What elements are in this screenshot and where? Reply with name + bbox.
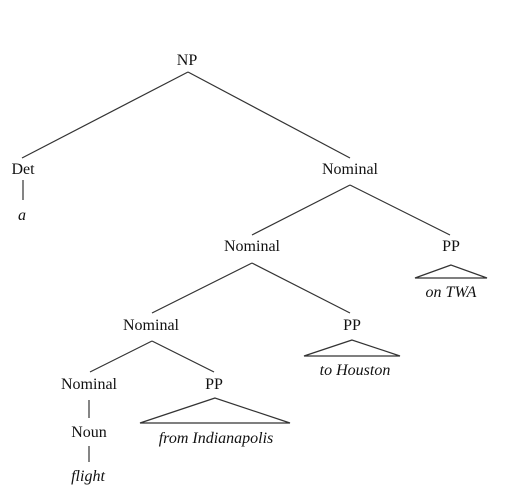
node-pp-twa: PP <box>442 238 460 255</box>
tree-edges <box>21 71 451 462</box>
leaf-from-indianapolis: from Indianapolis <box>159 430 274 447</box>
triangle-pp-indianapolis <box>139 397 291 424</box>
leaf-a: a <box>18 207 26 224</box>
node-det: Det <box>11 161 35 178</box>
edge-np-det <box>21 71 189 159</box>
node-np: NP <box>177 52 198 69</box>
edge-nominal-top-nominal-mid <box>251 184 351 236</box>
triangle-pp-houston <box>303 339 401 357</box>
edge-nominal-mid-nominal-low <box>151 262 253 314</box>
triangle-pp-twa <box>414 264 488 279</box>
leaf-flight: flight <box>71 468 105 485</box>
leaf-to-houston: to Houston <box>320 362 391 379</box>
edge-nominal-low-nominal-leaf <box>89 340 153 373</box>
edge-nominal-top-pp-twa <box>349 184 451 236</box>
node-pp-houston: PP <box>343 317 361 334</box>
leaf-on-twa: on TWA <box>426 284 477 301</box>
node-nominal-top: Nominal <box>322 161 379 178</box>
edge-nominal-mid-pp-houston <box>251 262 351 314</box>
node-nominal-mid: Nominal <box>224 238 281 255</box>
node-nominal-leaf: Nominal <box>61 376 118 393</box>
node-pp-indianapolis: PP <box>205 376 223 393</box>
node-nominal-low: Nominal <box>123 317 180 334</box>
phrase-triangles <box>139 264 488 424</box>
tree-nodes: NP Det a Nominal Nominal PP on TWA Nomin… <box>11 52 476 485</box>
node-noun: Noun <box>71 424 107 441</box>
edge-nominal-low-pp-indianapolis <box>151 340 215 373</box>
edge-np-nominal-top <box>187 71 351 159</box>
